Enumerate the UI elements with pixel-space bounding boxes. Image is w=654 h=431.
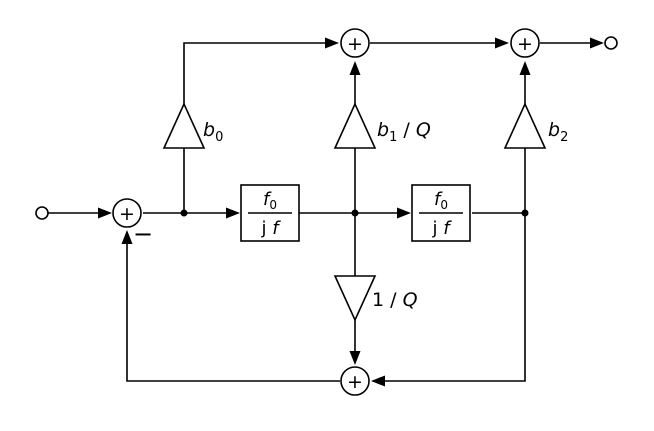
arrow-into-summer-top1-left (325, 37, 339, 49)
input-terminal (35, 206, 49, 220)
amplifier-inverse-q (333, 275, 377, 322)
node-c-dot (521, 209, 529, 217)
summer-top-2-symbol: + (517, 33, 533, 55)
arrow-into-summer1-bottom (121, 230, 133, 244)
integrator-1-numerator: f0 (263, 189, 277, 212)
summer-top-2: + (510, 28, 540, 58)
arrow-into-summer-top1-bottom (349, 61, 361, 75)
summer-bottom: + (340, 366, 370, 396)
gain-label-inverse-q: 1 / Q (372, 289, 418, 311)
feedback-minus-sign: − (133, 220, 153, 248)
integrator-2-denominator: j f (431, 218, 452, 239)
summer-input: + (112, 198, 142, 228)
summer-top-1: + (340, 28, 370, 58)
wire-feedback (126, 242, 340, 382)
integrator-1-denominator: j f (260, 218, 281, 239)
arrow-into-summer1 (98, 207, 112, 219)
arrow-into-summer-top2-bottom (519, 61, 531, 75)
arrow-into-summer-bottom-top (349, 351, 361, 365)
arrow-into-summer-top2-left (495, 37, 509, 49)
gain-label-b1-over-q: b1 / Q (377, 119, 431, 145)
gain-label-b2: b2 (548, 119, 568, 145)
arrow-into-summer-bottom-right (371, 375, 385, 387)
summer-top-1-symbol: + (347, 33, 363, 55)
wire-b0-top-rail (183, 42, 335, 104)
arrow-into-integrator2 (397, 207, 411, 219)
integrator-1: f0 j f (240, 184, 300, 242)
arrow-into-integrator1 (226, 207, 240, 219)
arrowheads (98, 37, 604, 387)
output-terminal (604, 36, 618, 50)
integrator-2-numerator: f0 (434, 189, 448, 212)
wire-node-c-summer-bottom (374, 213, 526, 382)
integrator-2: f0 j f (411, 184, 471, 242)
amplifier-b2 (503, 102, 547, 149)
summer-bottom-symbol: + (347, 371, 363, 393)
node-b-dot (351, 209, 359, 217)
summer-input-symbol: + (119, 203, 135, 225)
amplifier-b0 (162, 102, 206, 149)
node-a-dot (180, 209, 188, 217)
gain-label-b0: b0 (203, 119, 223, 145)
arrow-into-output (590, 37, 604, 49)
amplifier-b1-over-q (333, 102, 377, 149)
junction-dots (180, 209, 529, 217)
